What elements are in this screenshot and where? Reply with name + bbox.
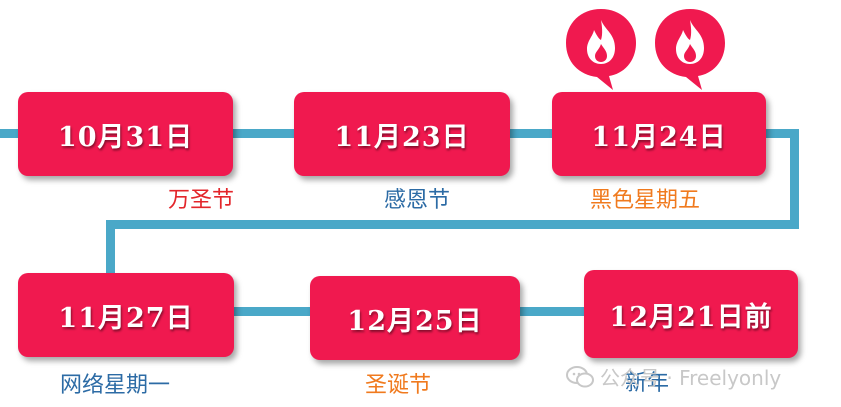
connector-left-stub <box>0 129 22 138</box>
date-text: 11月23日 <box>334 121 470 153</box>
date-text: 12月21日前 <box>609 301 773 333</box>
connector-back <box>106 220 799 229</box>
watermark-text: 公众号 · Freelyonly <box>600 366 782 390</box>
connector-row2-b <box>520 307 586 316</box>
watermark: 公众号 · Freelyonly <box>566 362 781 391</box>
connector-row1-b <box>510 129 554 138</box>
date-box-new-year: 12月21日前 <box>584 270 798 358</box>
connector-left-down <box>106 220 115 280</box>
event-label-cyber-monday: 网络星期一 <box>60 373 171 398</box>
event-label-new-year: 新年 <box>625 371 670 396</box>
wechat-icon <box>566 365 594 387</box>
connector-right-down <box>790 129 799 229</box>
fire-icon <box>655 9 725 90</box>
date-text: 10月31日 <box>57 121 194 153</box>
date-box-christmas: 12月25日 <box>310 276 520 360</box>
event-label-black-friday: 黑色星期五 <box>590 188 701 213</box>
connector-row2-a <box>234 307 310 316</box>
date-text: 11月27日 <box>58 302 194 334</box>
date-box-cyber-monday: 11月27日 <box>18 273 234 357</box>
connector-row1-a <box>233 129 295 138</box>
event-label-thanksgiving: 感恩节 <box>384 188 451 213</box>
date-box-black-friday: 11月24日 <box>552 92 766 176</box>
event-label-christmas: 圣诞节 <box>365 373 432 398</box>
date-box-thanksgiving: 11月23日 <box>294 92 510 176</box>
date-text: 12月25日 <box>347 305 483 337</box>
fire-icon <box>566 9 636 90</box>
date-box-halloween: 10月31日 <box>18 92 233 176</box>
date-text: 11月24日 <box>591 121 727 153</box>
event-label-halloween: 万圣节 <box>168 188 235 213</box>
connector-row1-out <box>766 129 799 138</box>
